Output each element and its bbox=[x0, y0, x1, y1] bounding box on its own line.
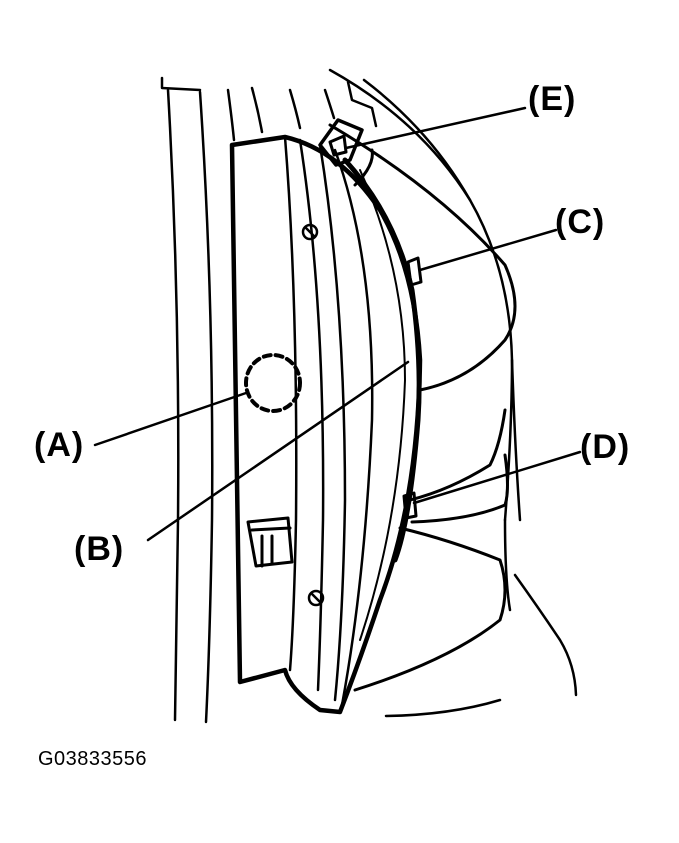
leader-b bbox=[146, 360, 410, 542]
upper-screw-icon bbox=[301, 223, 319, 241]
leader-a bbox=[93, 391, 248, 447]
figure-id: G03833556 bbox=[38, 748, 148, 770]
lamp-housing bbox=[328, 123, 517, 692]
callout-d-label: (D) bbox=[580, 428, 631, 466]
socket-icon bbox=[246, 516, 294, 568]
body-panel-lines bbox=[160, 68, 578, 724]
lamp-lens bbox=[229, 134, 423, 715]
leader-d bbox=[412, 450, 582, 505]
callout-b-label: (B) bbox=[74, 530, 125, 568]
callout-a-label: (A) bbox=[34, 426, 85, 464]
leader-lines bbox=[93, 106, 582, 542]
clip-d-marker bbox=[402, 491, 418, 520]
hidden-nut-circle bbox=[244, 353, 302, 413]
clip-c-marker bbox=[406, 256, 423, 287]
screw-icons bbox=[301, 223, 325, 607]
lower-screw-icon bbox=[307, 589, 325, 607]
leader-e bbox=[344, 106, 527, 150]
leader-c bbox=[418, 228, 558, 272]
clip-e-marker bbox=[318, 118, 364, 167]
callout-e-label: (E) bbox=[528, 80, 577, 118]
callout-c-label: (C) bbox=[555, 203, 606, 241]
